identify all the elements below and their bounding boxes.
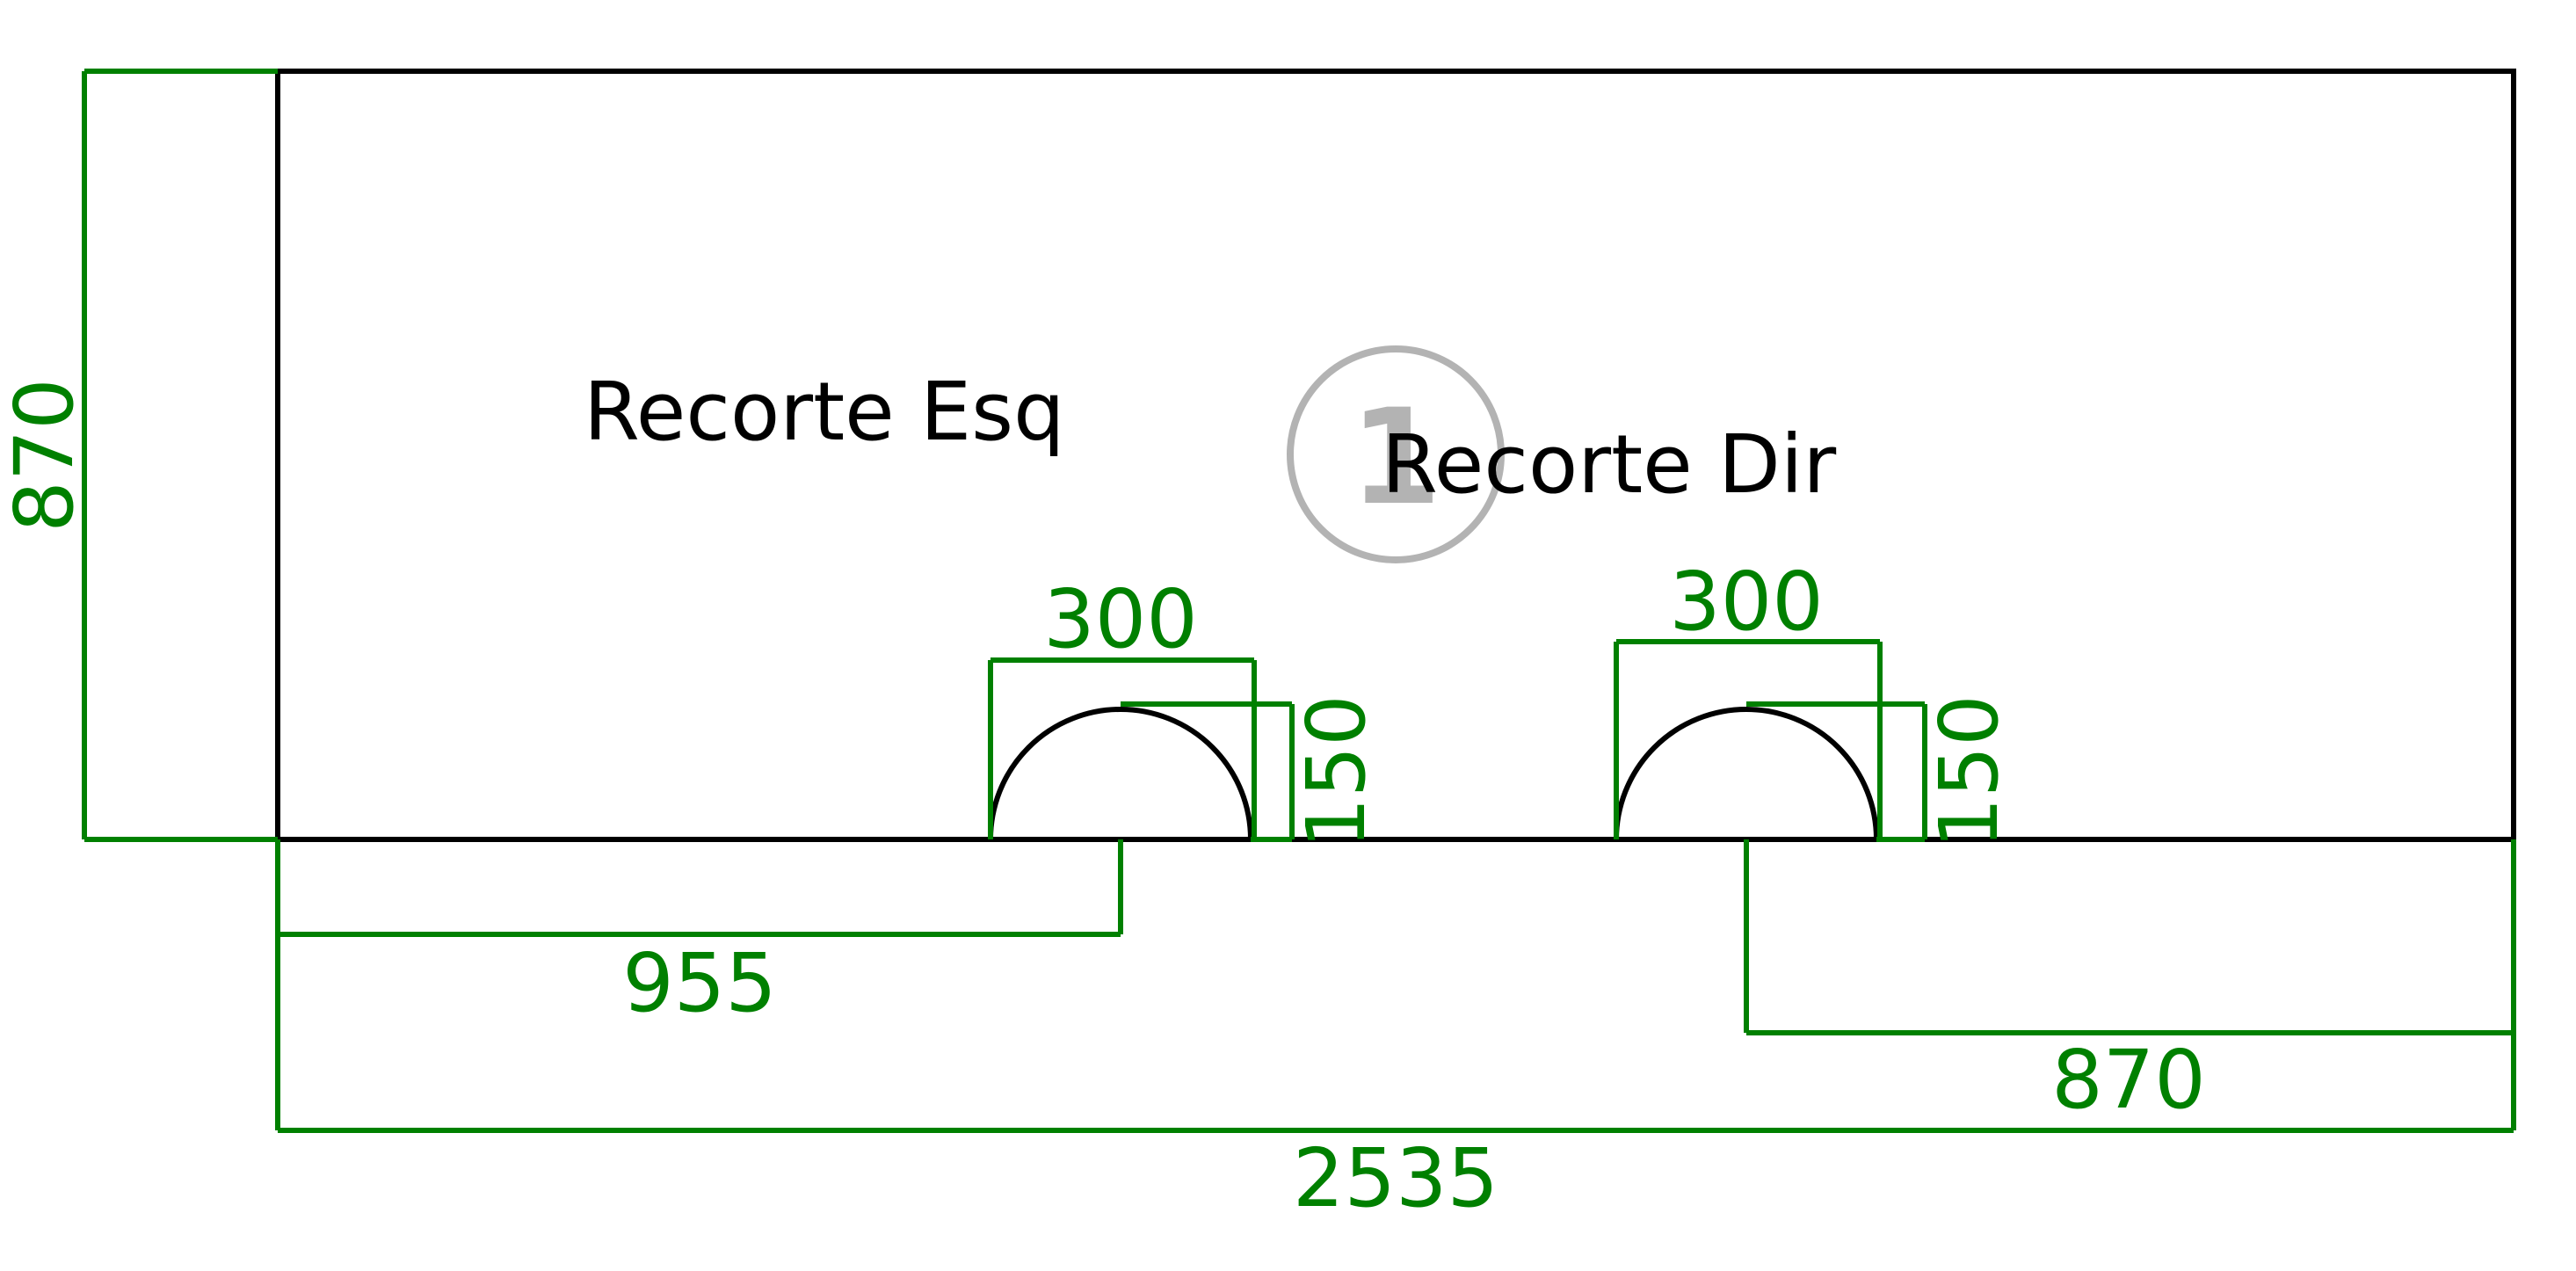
left-cutout-depth-value: 150 [1289,694,1383,849]
right-cutout-arc [1614,707,1879,840]
right-cutout-depth-value: 150 [1922,694,2016,849]
left-cutout-width-value: 300 [1043,572,1198,666]
piece-outline [275,69,2516,842]
right-cutout-depth-dimension: 150 [1746,694,2016,849]
right-cutout-label: Recorte Dir [1382,418,1836,512]
overall-height-dimension: 870 [0,69,278,842]
left-cutout-width-dimension: 300 [988,572,1257,839]
overall-width-dimension: 2535 [275,839,2516,1225]
left-cutout-arc [988,707,1253,840]
right-cutout-width-dimension: 300 [1614,555,1883,839]
left-cutout-label: Recorte Esq [584,365,1064,459]
right-cutout-offset-dimension: 870 [1744,839,2514,1127]
right-cutout-offset-value: 870 [2051,1033,2206,1127]
piece-marker-number: 1 [1350,381,1441,534]
overall-width-value: 2535 [1293,1131,1498,1225]
right-cutout-width-value: 300 [1669,555,1824,649]
left-cutout-depth-dimension: 150 [1121,694,1383,849]
overall-height-value: 870 [0,378,91,533]
left-cutout-offset-dimension: 955 [278,839,1123,1030]
piece-marker-circle [1287,345,1505,563]
left-cutout-offset-value: 955 [622,936,777,1030]
